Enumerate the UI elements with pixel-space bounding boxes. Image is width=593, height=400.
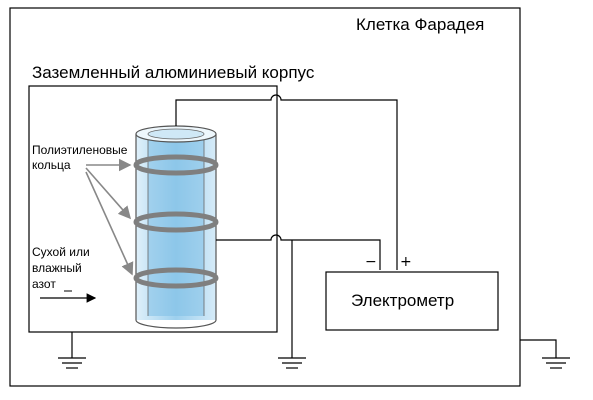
electrometer-label: Электрометр — [351, 291, 455, 310]
plus-terminal-label: + — [400, 254, 412, 270]
wire-to-plus — [175, 94, 398, 270]
ground-symbol-left — [58, 332, 86, 369]
ground-symbol-center — [278, 357, 306, 369]
housing-label: Заземленный алюминиевый корпус — [32, 63, 315, 82]
wire-to-minus — [216, 234, 381, 270]
polyethylene-ring-2 — [133, 211, 219, 233]
ground-symbol-right — [520, 339, 570, 369]
faraday-cage-box — [9, 7, 521, 387]
aluminium-housing-box — [28, 85, 278, 333]
polyethylene-ring-3 — [133, 267, 219, 289]
rings-label-line1: Полиэтиленовые — [32, 143, 128, 157]
electrometer-box — [325, 271, 499, 331]
faraday-cage-label: Клетка Фарадея — [356, 15, 485, 34]
gas-label-line1: Сухой или — [32, 245, 90, 259]
gas-label-line3: азот — [32, 277, 56, 291]
ring-pointer-arrows — [85, 158, 134, 276]
gas-label-line2: влажный — [32, 261, 82, 275]
minus-terminal-label: − — [365, 254, 377, 270]
rings-label-line2: кольца — [32, 158, 71, 172]
polyethylene-ring-1 — [133, 154, 219, 176]
